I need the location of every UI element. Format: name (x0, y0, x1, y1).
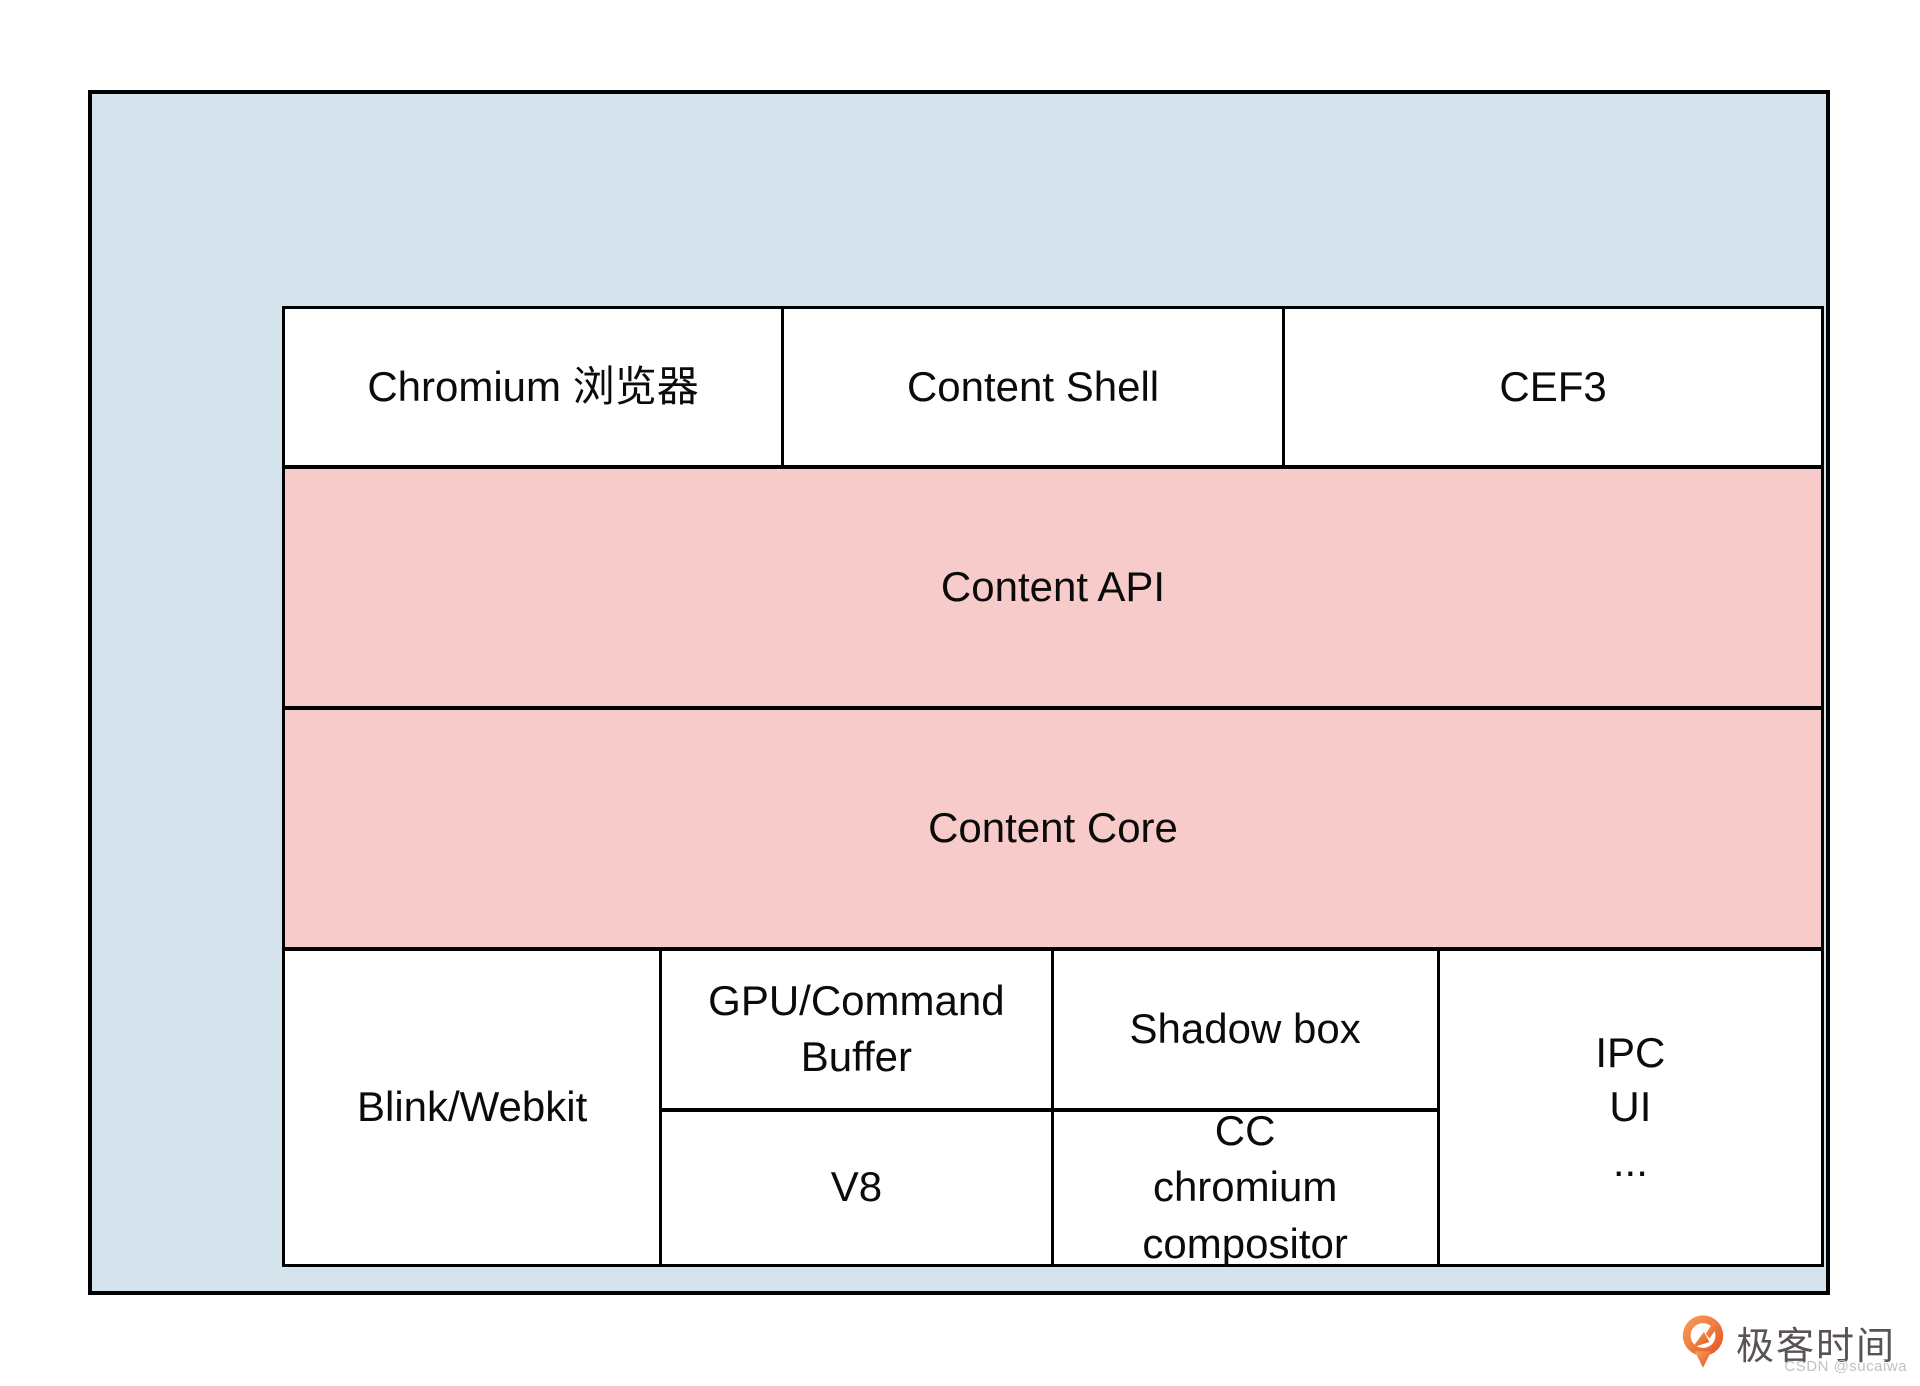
box-content-api: Content API (285, 469, 1821, 706)
box-blink-webkit: Blink/Webkit (285, 951, 660, 1264)
box-cef3: CEF3 (1285, 309, 1822, 465)
chromium-architecture-diagram: Chromium 浏览器 Content Shell CEF3 Content … (282, 306, 1824, 1267)
box-chromium-browser: Chromium 浏览器 (285, 309, 782, 465)
box-shadow-box: Shadow box (1053, 951, 1437, 1108)
csdn-watermark: CSDN @sucaiwa (1784, 1358, 1907, 1375)
box-cc-chromium-compositor: CC chromium compositor (1053, 1107, 1437, 1267)
box-gpu-command-buffer: GPU/Command Buffer (662, 951, 1051, 1108)
architecture-panel: Chromium 浏览器 Content Shell CEF3 Content … (88, 90, 1830, 1295)
diagram-bottom-row: Blink/Webkit GPU/Command Buffer V8 Shado… (285, 951, 1821, 1267)
box-v8: V8 (662, 1111, 1051, 1264)
shadow-cc-stack: Shadow box CC chromium compositor (1053, 951, 1437, 1267)
box-content-shell: Content Shell (784, 309, 1283, 465)
box-content-core: Content Core (285, 710, 1821, 947)
geektime-logo-text: 极客时间 (1736, 1325, 1897, 1368)
box-ipc-ui: IPC UI ... (1439, 951, 1821, 1264)
geektime-logo-icon (1682, 1315, 1724, 1368)
diagram-top-row: Chromium 浏览器 Content Shell CEF3 (285, 309, 1822, 465)
gpu-v8-stack: GPU/Command Buffer V8 (662, 951, 1051, 1264)
geektime-logo: 极客时间 (1680, 1314, 1896, 1370)
